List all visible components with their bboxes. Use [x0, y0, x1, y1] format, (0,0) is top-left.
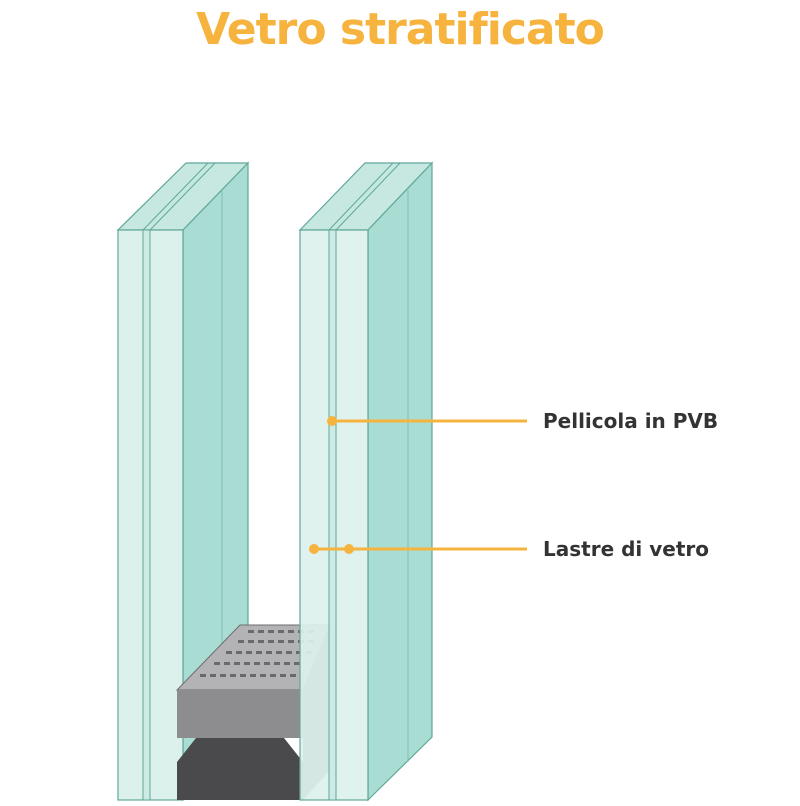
left-pvb-top-edge-2 [149, 162, 216, 231]
callout-glass: Lastre di vetro [309, 537, 709, 561]
right-glass-pane [298, 161, 434, 802]
right-pvb-top-edge-2 [335, 162, 401, 231]
glass-leader-dot-2 [344, 544, 354, 554]
spacer-perforations [200, 630, 314, 677]
right-pane-side [367, 161, 433, 802]
pvb-leader-dot [327, 416, 337, 426]
left-pvb-film [142, 229, 151, 801]
spacer-front-upper [177, 690, 303, 738]
pvb-label: Pellicola in PVB [543, 409, 718, 433]
page-title: Vetro stratificato [196, 4, 605, 55]
spacer-front-lower [177, 738, 303, 800]
glass-leader-dot-1 [309, 544, 319, 554]
left-pvb-top-edge [142, 162, 209, 231]
right-pvb-film [328, 229, 337, 801]
right-pvb-top-edge [328, 162, 394, 231]
glass-label: Lastre di vetro [543, 537, 709, 561]
callout-pvb: Pellicola in PVB [327, 409, 718, 433]
